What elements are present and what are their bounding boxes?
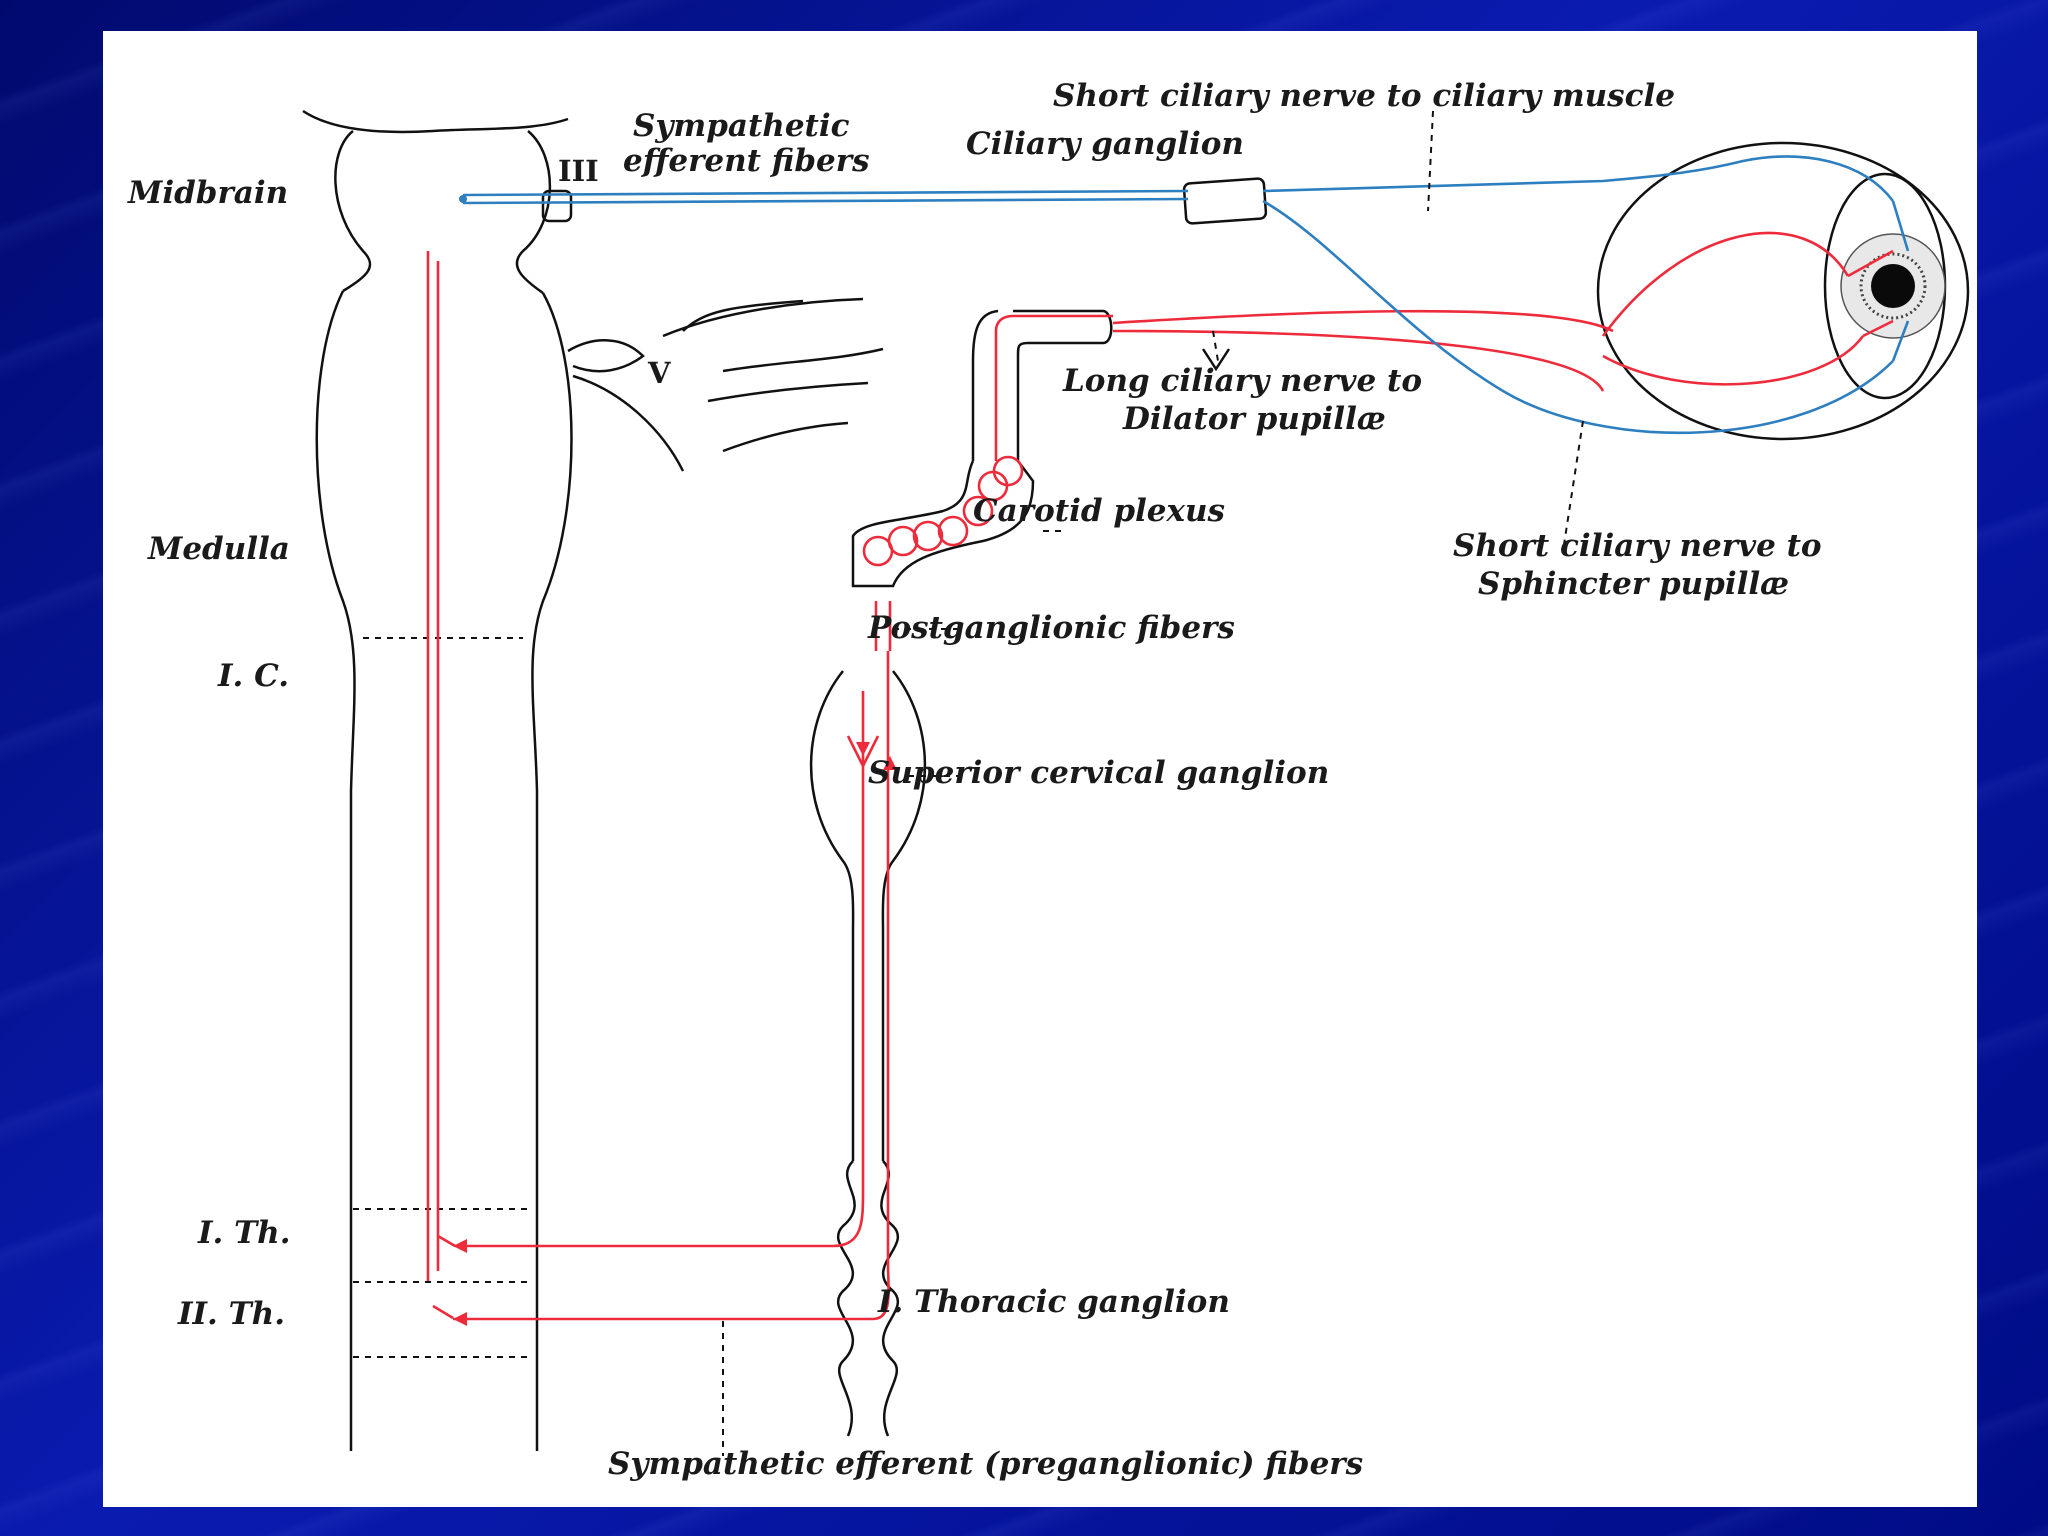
label-ciliary-ganglion: Ciliary ganglion [966,126,1244,162]
eyeball [1596,141,1970,441]
label-superior-cervical: Superior cervical ganglion [868,755,1329,791]
label-midbrain: Midbrain [127,175,288,211]
label-thoracic-ganglion: I. Thoracic ganglion [877,1284,1230,1320]
label-sympathetic-1: Sympathetic [633,108,850,144]
pupil-innervation-diagram: Short ciliary nerve to ciliary muscle Sy… [127,78,1970,1482]
labels: Short ciliary nerve to ciliary muscle Sy… [127,78,1822,1482]
label-short-ciliary-muscle: Short ciliary nerve to ciliary muscle [1053,78,1675,114]
label-long-ciliary-2: Dilator pupillæ [1122,401,1386,437]
label-iii: III [558,154,599,188]
brainstem-spinal-cord [302,109,573,1451]
parasympathetic-pathways [459,155,1910,435]
label-ic: I. C. [217,658,289,694]
label-carotid-plexus: Carotid plexus [973,493,1225,529]
oculomotor-stub [541,189,573,223]
label-short-sphincter-2: Sphincter pupillæ [1478,566,1789,602]
label-postganglionic: Postganglionic fibers [867,610,1235,646]
leader-lines [722,110,1584,1456]
carotid-plexus-coils [862,455,1024,567]
label-v: V [647,356,671,390]
label-medulla: Medulla [147,531,290,567]
label-preganglionic: Sympathetic efferent (preganglionic) fib… [608,1446,1363,1482]
label-long-ciliary-1: Long ciliary nerve to [1062,363,1422,399]
label-sympathetic-2: efferent fibers [623,143,870,179]
diagram-figure: Short ciliary nerve to ciliary muscle Sy… [103,31,1977,1507]
sympathetic-pathways [426,231,1894,1326]
ciliary-ganglion [1182,177,1268,225]
trigeminal-region [567,297,884,472]
sympathetic-trunk [809,670,927,1437]
pupil [1871,264,1915,308]
label-short-sphincter-1: Short ciliary nerve to [1453,528,1822,564]
label-ith: I. Th. [197,1215,291,1251]
label-iith: II. Th. [177,1296,285,1332]
